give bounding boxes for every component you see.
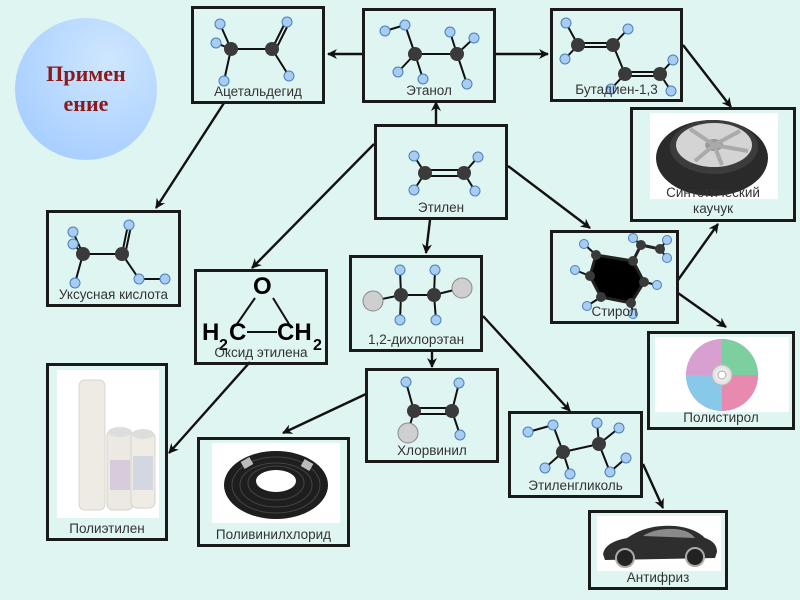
node-antifreeze: Антифриз (588, 510, 728, 590)
subscript-left: 2 (219, 337, 228, 354)
label-acetaldehyde: Ацетальдегид (214, 84, 302, 99)
car-image (597, 516, 721, 571)
node-dichloroethane: 1,2-дихлорэтан (349, 255, 483, 352)
node-acetaldehyde: Ацетальдегид (191, 6, 325, 104)
tire-image (650, 113, 778, 199)
styrene-molecule-icon (570, 233, 672, 319)
h-left: H (202, 319, 219, 346)
node-ethylene-glycol: Этиленгликоль (508, 411, 643, 498)
node-vinyl-chloride: Хлорвинил (365, 368, 499, 463)
ethylene-molecule-icon (408, 150, 484, 197)
label-polyethylene: Полиэтилен (69, 521, 145, 536)
arrow-ethylene-to-dichloroethane (422, 219, 433, 254)
label-ethylene: Этилен (417, 200, 465, 215)
label-acetic-acid: Уксусная кислота (58, 287, 169, 302)
cable-coil-image (212, 443, 340, 523)
arrow-butadiene-to-rubber (682, 44, 732, 108)
node-butadiene: Бутадиен-1,3 (550, 8, 683, 102)
label-dichloroethane: 1,2-дихлорэтан (367, 332, 465, 347)
label-polystyrene: Полистирол (683, 410, 759, 425)
label-pvc: Поливинилхлорид (215, 527, 332, 542)
label-ethylene-glycol: Этиленгликоль (528, 478, 623, 493)
arrow-styrene-to-rubber (677, 223, 719, 281)
ethylene-oxide-formula: O H 2 C CH 2 (202, 273, 322, 354)
ch-right: CH (277, 319, 312, 346)
label-antifreeze: Антифриз (626, 570, 690, 585)
c-left: C (229, 319, 246, 346)
label-styrene: Стирол (591, 304, 638, 319)
ethylene-glycol-molecule-icon (522, 417, 632, 480)
film-rolls-image (57, 370, 159, 518)
label-ethylene-oxide: Оксид этилена (214, 345, 308, 360)
arrow-ethylene-to-oxide (251, 143, 375, 269)
butadiene-molecule-icon (559, 17, 679, 97)
node-styrene: Стирол (550, 230, 679, 324)
cd-disc-image (655, 337, 789, 412)
arrow-ethylene-to-styrene (507, 165, 591, 229)
vinyl-chloride-molecule-icon (397, 376, 466, 444)
arrow-acetaldehyde-to-acetic-acid (154, 102, 226, 209)
arrow-oxide-to-polyethylene (168, 361, 251, 454)
node-pvc: Поливинилхлорид (197, 437, 350, 547)
dichloroethane-molecule-icon (362, 264, 473, 326)
label-ethanol: Этанол (406, 83, 452, 98)
arrow-dichloroethane-to-glycol (482, 315, 571, 412)
arrow-vinyl-to-pvc (282, 392, 367, 435)
ethanol-molecule-icon (379, 19, 480, 90)
label-vinyl-chloride: Хлорвинил (397, 443, 467, 458)
node-ethylene-oxide: O H 2 C CH 2 Оксид этилена (194, 269, 328, 365)
oxygen-symbol: O (253, 273, 272, 300)
node-acetic-acid: Уксусная кислота (46, 210, 181, 307)
node-ethylene: Этилен (374, 124, 508, 220)
acetic-acid-molecule-icon (67, 219, 171, 289)
arrow-glycol-to-antifreeze (641, 463, 665, 509)
subscript-right: 2 (313, 337, 322, 354)
label-butadiene: Бутадиен-1,3 (575, 82, 658, 97)
node-polystyrene: Полистирол (647, 331, 795, 430)
acetaldehyde-molecule-icon (210, 16, 295, 87)
node-ethanol: Этанол (362, 8, 496, 103)
node-polyethylene: Полиэтилен (46, 363, 168, 541)
arrow-styrene-to-polystyrene (677, 292, 727, 328)
